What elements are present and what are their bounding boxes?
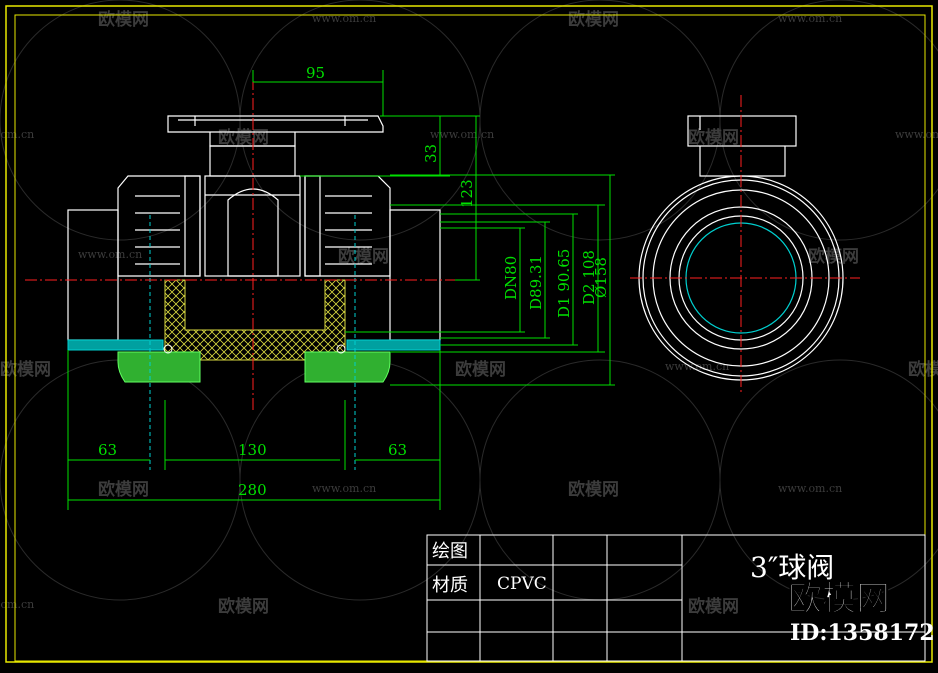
- wm-url: www.om.cn: [430, 128, 494, 141]
- dim-center-body: 130: [238, 441, 267, 459]
- wm-logo: 欧模网: [455, 359, 506, 380]
- corner-logo: 欧模网: [788, 579, 890, 619]
- dim-left-end: 63: [98, 441, 117, 459]
- wm-url: www.om.cn: [665, 360, 729, 373]
- wm-url: www.om.cn: [0, 598, 34, 611]
- title-block-text: 绘图 材质 CPVC 3″球阀: [432, 541, 834, 596]
- wm-url: www.om.cn: [312, 12, 376, 25]
- drawing-frame: [5, 5, 933, 663]
- corner-watermark: 欧模网 ID:1358172: [788, 579, 935, 647]
- left-union-nut: [117, 175, 201, 277]
- corner-id: ID:1358172: [790, 620, 935, 646]
- dim-d-outer: D89.31: [527, 255, 545, 310]
- wm-logo: 欧模网: [568, 9, 619, 30]
- wm-logo: 欧模网: [218, 127, 269, 148]
- wm-logo: 欧模网: [98, 479, 149, 500]
- wm-logo: 欧模网: [808, 246, 859, 267]
- dim-phi: Ø158: [592, 257, 610, 298]
- dim-d1: D1 90.65: [555, 249, 573, 318]
- wm-url: www.om.cn: [778, 482, 842, 495]
- dim-d2: D2 108: [580, 250, 598, 305]
- title-material: CPVC: [497, 574, 547, 594]
- wm-logo: 欧模网: [98, 9, 149, 30]
- wm-logo: 欧模网: [338, 246, 389, 267]
- watermark-circles: [0, 0, 938, 601]
- watermarks: 欧模网 欧模网 欧模网 欧模网 欧模网 欧模网 欧模网 欧模网 欧模网 欧模网 …: [0, 9, 938, 617]
- front-dimensions: [67, 70, 615, 510]
- left-pipe-band: [67, 339, 164, 351]
- wm-url: www.om.cn: [78, 248, 142, 261]
- wm-logo: 欧模网: [0, 359, 51, 380]
- front-view-valve: [25, 78, 455, 470]
- left-oring: [163, 344, 173, 354]
- right-nut-lower: [304, 351, 391, 383]
- dim-overall-length: 280: [238, 481, 267, 499]
- dim-right-end: 63: [388, 441, 407, 459]
- left-nut-lower: [117, 351, 201, 383]
- wm-logo: 欧模网: [908, 359, 938, 380]
- right-oring: [336, 344, 346, 354]
- handle: [167, 115, 384, 177]
- wm-url: www.om.cn: [0, 128, 34, 141]
- wm-url: www.om.cn: [312, 482, 376, 495]
- title-main: 3″球阀: [750, 551, 834, 584]
- side-view-centerlines: [630, 95, 860, 395]
- dim-top-width: 95: [306, 64, 325, 82]
- title-row1-label: 绘图: [432, 541, 468, 562]
- dim-dn: DN80: [502, 256, 520, 300]
- right-pipe-band: [346, 339, 441, 351]
- wm-url: www.om.cn: [895, 128, 938, 141]
- front-dimension-labels: 95 33 123 DN80 D89.31 D1 90.65 D2 108 Ø1…: [98, 64, 610, 499]
- wm-logo: 欧模网: [688, 127, 739, 148]
- wm-url: www.om.cn: [778, 12, 842, 25]
- end-pipes: [67, 209, 441, 341]
- wm-logo: 欧模网: [688, 596, 739, 617]
- title-row2-label: 材质: [432, 575, 468, 596]
- dim-handle-height: 33: [422, 144, 440, 163]
- wm-logo: 欧模网: [218, 596, 269, 617]
- hatched-ball-section: [164, 279, 346, 361]
- watermark-urls: www.om.cn www.om.cn www.om.cn www.om.cn …: [0, 12, 938, 611]
- wm-logo: 欧模网: [568, 479, 619, 500]
- title-block: [426, 534, 926, 662]
- dim-stem-height: 123: [458, 179, 476, 208]
